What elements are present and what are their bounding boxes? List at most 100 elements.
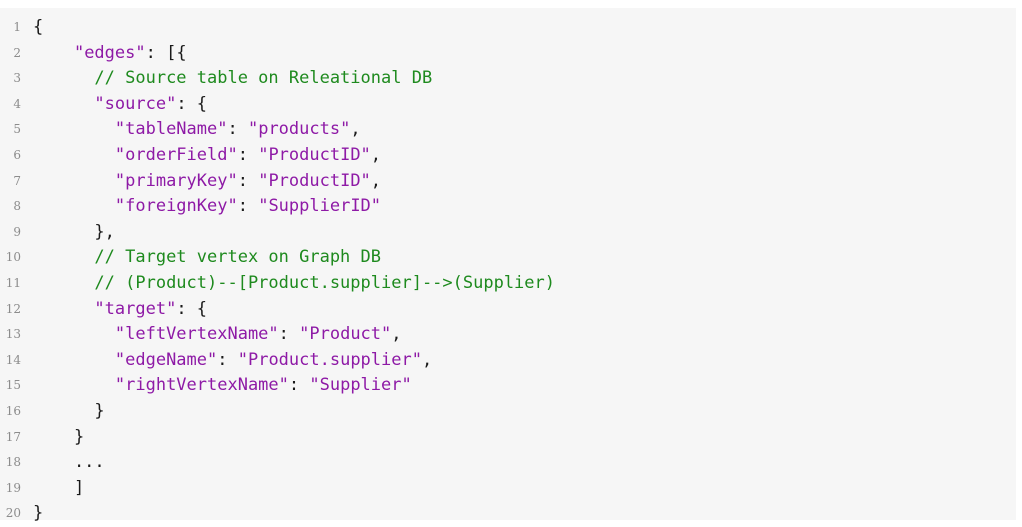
punctuation-token: [33, 350, 115, 370]
punctuation-token: :: [278, 324, 300, 345]
line-number: 3: [13, 71, 21, 86]
code-text: "leftVertexName": "Product",: [33, 322, 402, 348]
code-text: }: [33, 425, 84, 451]
string-token: "products": [247, 119, 351, 140]
punctuation-token: }: [33, 503, 44, 524]
line-number: 5: [13, 122, 21, 137]
comment-token: // (Product)--[Product.supplier]-->(Supp…: [94, 272, 555, 293]
code-line: 6 "orderField": "ProductID",: [0, 143, 1016, 169]
code-text: "edgeName": "Product.supplier",: [33, 348, 432, 374]
punctuation-token: ,: [350, 119, 361, 140]
code-text: }: [33, 399, 105, 425]
punctuation-token: [33, 375, 115, 395]
code-line: 18 ...: [0, 450, 1016, 476]
punctuation-token: {: [33, 17, 44, 37]
line-number: 12: [5, 301, 21, 316]
string-token: "rightVertexName": [114, 375, 289, 396]
punctuation-token: ,: [391, 324, 402, 345]
punctuation-token: }: [33, 400, 105, 421]
code-line: 7 "primaryKey": "ProductID",: [0, 169, 1016, 195]
code-line: 11 // (Product)--[Product.supplier]-->(S…: [0, 271, 1016, 297]
punctuation-token: [33, 196, 115, 216]
code-text: }: [33, 501, 43, 527]
string-token: "leftVertexName": [114, 324, 279, 345]
line-number: 16: [5, 403, 21, 418]
punctuation-token: [33, 94, 94, 114]
punctuation-token: [33, 145, 115, 165]
punctuation-token: : [{: [145, 42, 187, 63]
code-line: 1{: [0, 15, 1016, 41]
line-number: 14: [5, 352, 21, 367]
code-text: "primaryKey": "ProductID",: [33, 169, 381, 195]
code-lines: 1{2 "edges": [{3 // Source table on Rele…: [0, 15, 1016, 527]
line-number: 15: [5, 378, 21, 393]
line-number: 19: [5, 480, 21, 495]
code-text: "tableName": "products",: [33, 117, 361, 143]
punctuation-token: ,: [370, 144, 382, 165]
punctuation-token: [33, 171, 115, 191]
code-line: 17 }: [0, 425, 1016, 451]
punctuation-token: [33, 324, 115, 344]
code-line: 13 "leftVertexName": "Product",: [0, 322, 1016, 348]
line-number: 9: [13, 224, 21, 239]
line-number: 13: [5, 327, 21, 342]
code-line: 20}: [0, 501, 1016, 527]
punctuation-token: :: [288, 375, 310, 396]
punctuation-token: :: [217, 349, 238, 370]
string-token: "ProductID": [258, 144, 371, 165]
code-text: "target": {: [33, 297, 207, 323]
punctuation-token: [33, 247, 94, 267]
code-text: "rightVertexName": "Supplier": [33, 373, 412, 399]
code-line: 12 "target": {: [0, 297, 1016, 323]
string-token: "edges": [73, 42, 146, 63]
line-number: 20: [5, 506, 21, 521]
comment-token: // Source table on Releational DB: [94, 68, 433, 89]
line-number: 1: [13, 20, 21, 34]
code-block: 1{2 "edges": [{3 // Source table on Rele…: [0, 8, 1016, 523]
code-text: {: [33, 15, 43, 41]
string-token: "SupplierID": [258, 196, 382, 217]
code-text: // (Product)--[Product.supplier]-->(Supp…: [33, 271, 555, 297]
punctuation-token: [33, 273, 94, 293]
code-text: "orderField": "ProductID",: [33, 143, 381, 169]
punctuation-token: ]: [33, 477, 85, 498]
punctuation-token: [33, 119, 115, 139]
punctuation-token: [33, 43, 74, 63]
code-line: 5 "tableName": "products",: [0, 117, 1016, 143]
string-token: "Product": [299, 324, 392, 345]
punctuation-token: }: [33, 426, 85, 447]
code-line: 14 "edgeName": "Product.supplier",: [0, 348, 1016, 374]
code-text: "foreignKey": "SupplierID": [33, 194, 381, 220]
code-text: // Source table on Releational DB: [33, 66, 432, 92]
punctuation-token: : {: [176, 93, 208, 114]
punctuation-token: ...: [33, 452, 105, 473]
line-number: 2: [13, 45, 21, 60]
line-number: 6: [13, 147, 21, 162]
comment-token: // Target vertex on Graph DB: [94, 247, 381, 268]
string-token: "ProductID": [258, 170, 371, 191]
line-number: 8: [13, 199, 21, 214]
code-line: 2 "edges": [{: [0, 41, 1016, 67]
punctuation-token: :: [237, 144, 259, 165]
string-token: "Supplier": [309, 375, 412, 396]
punctuation-token: : {: [176, 298, 208, 319]
punctuation-token: :: [227, 119, 248, 140]
code-line: 16 }: [0, 399, 1016, 425]
punctuation-token: },: [33, 221, 115, 242]
string-token: "target": [94, 298, 177, 319]
string-token: "primaryKey": [114, 170, 238, 191]
code-text: // Target vertex on Graph DB: [33, 245, 381, 271]
string-token: "tableName": [114, 119, 228, 140]
string-token: "foreignKey": [114, 196, 238, 217]
string-token: "Product.supplier": [237, 349, 422, 370]
line-number: 18: [5, 455, 21, 470]
line-number: 7: [13, 173, 21, 188]
code-text: ]: [33, 476, 84, 502]
code-text: ...: [33, 450, 105, 476]
code-line: 4 "source": {: [0, 92, 1016, 118]
code-text: },: [33, 220, 115, 246]
string-token: "orderField": [114, 144, 238, 165]
code-line: 15 "rightVertexName": "Supplier": [0, 373, 1016, 399]
string-token: "source": [94, 93, 177, 114]
code-line: 9 },: [0, 220, 1016, 246]
